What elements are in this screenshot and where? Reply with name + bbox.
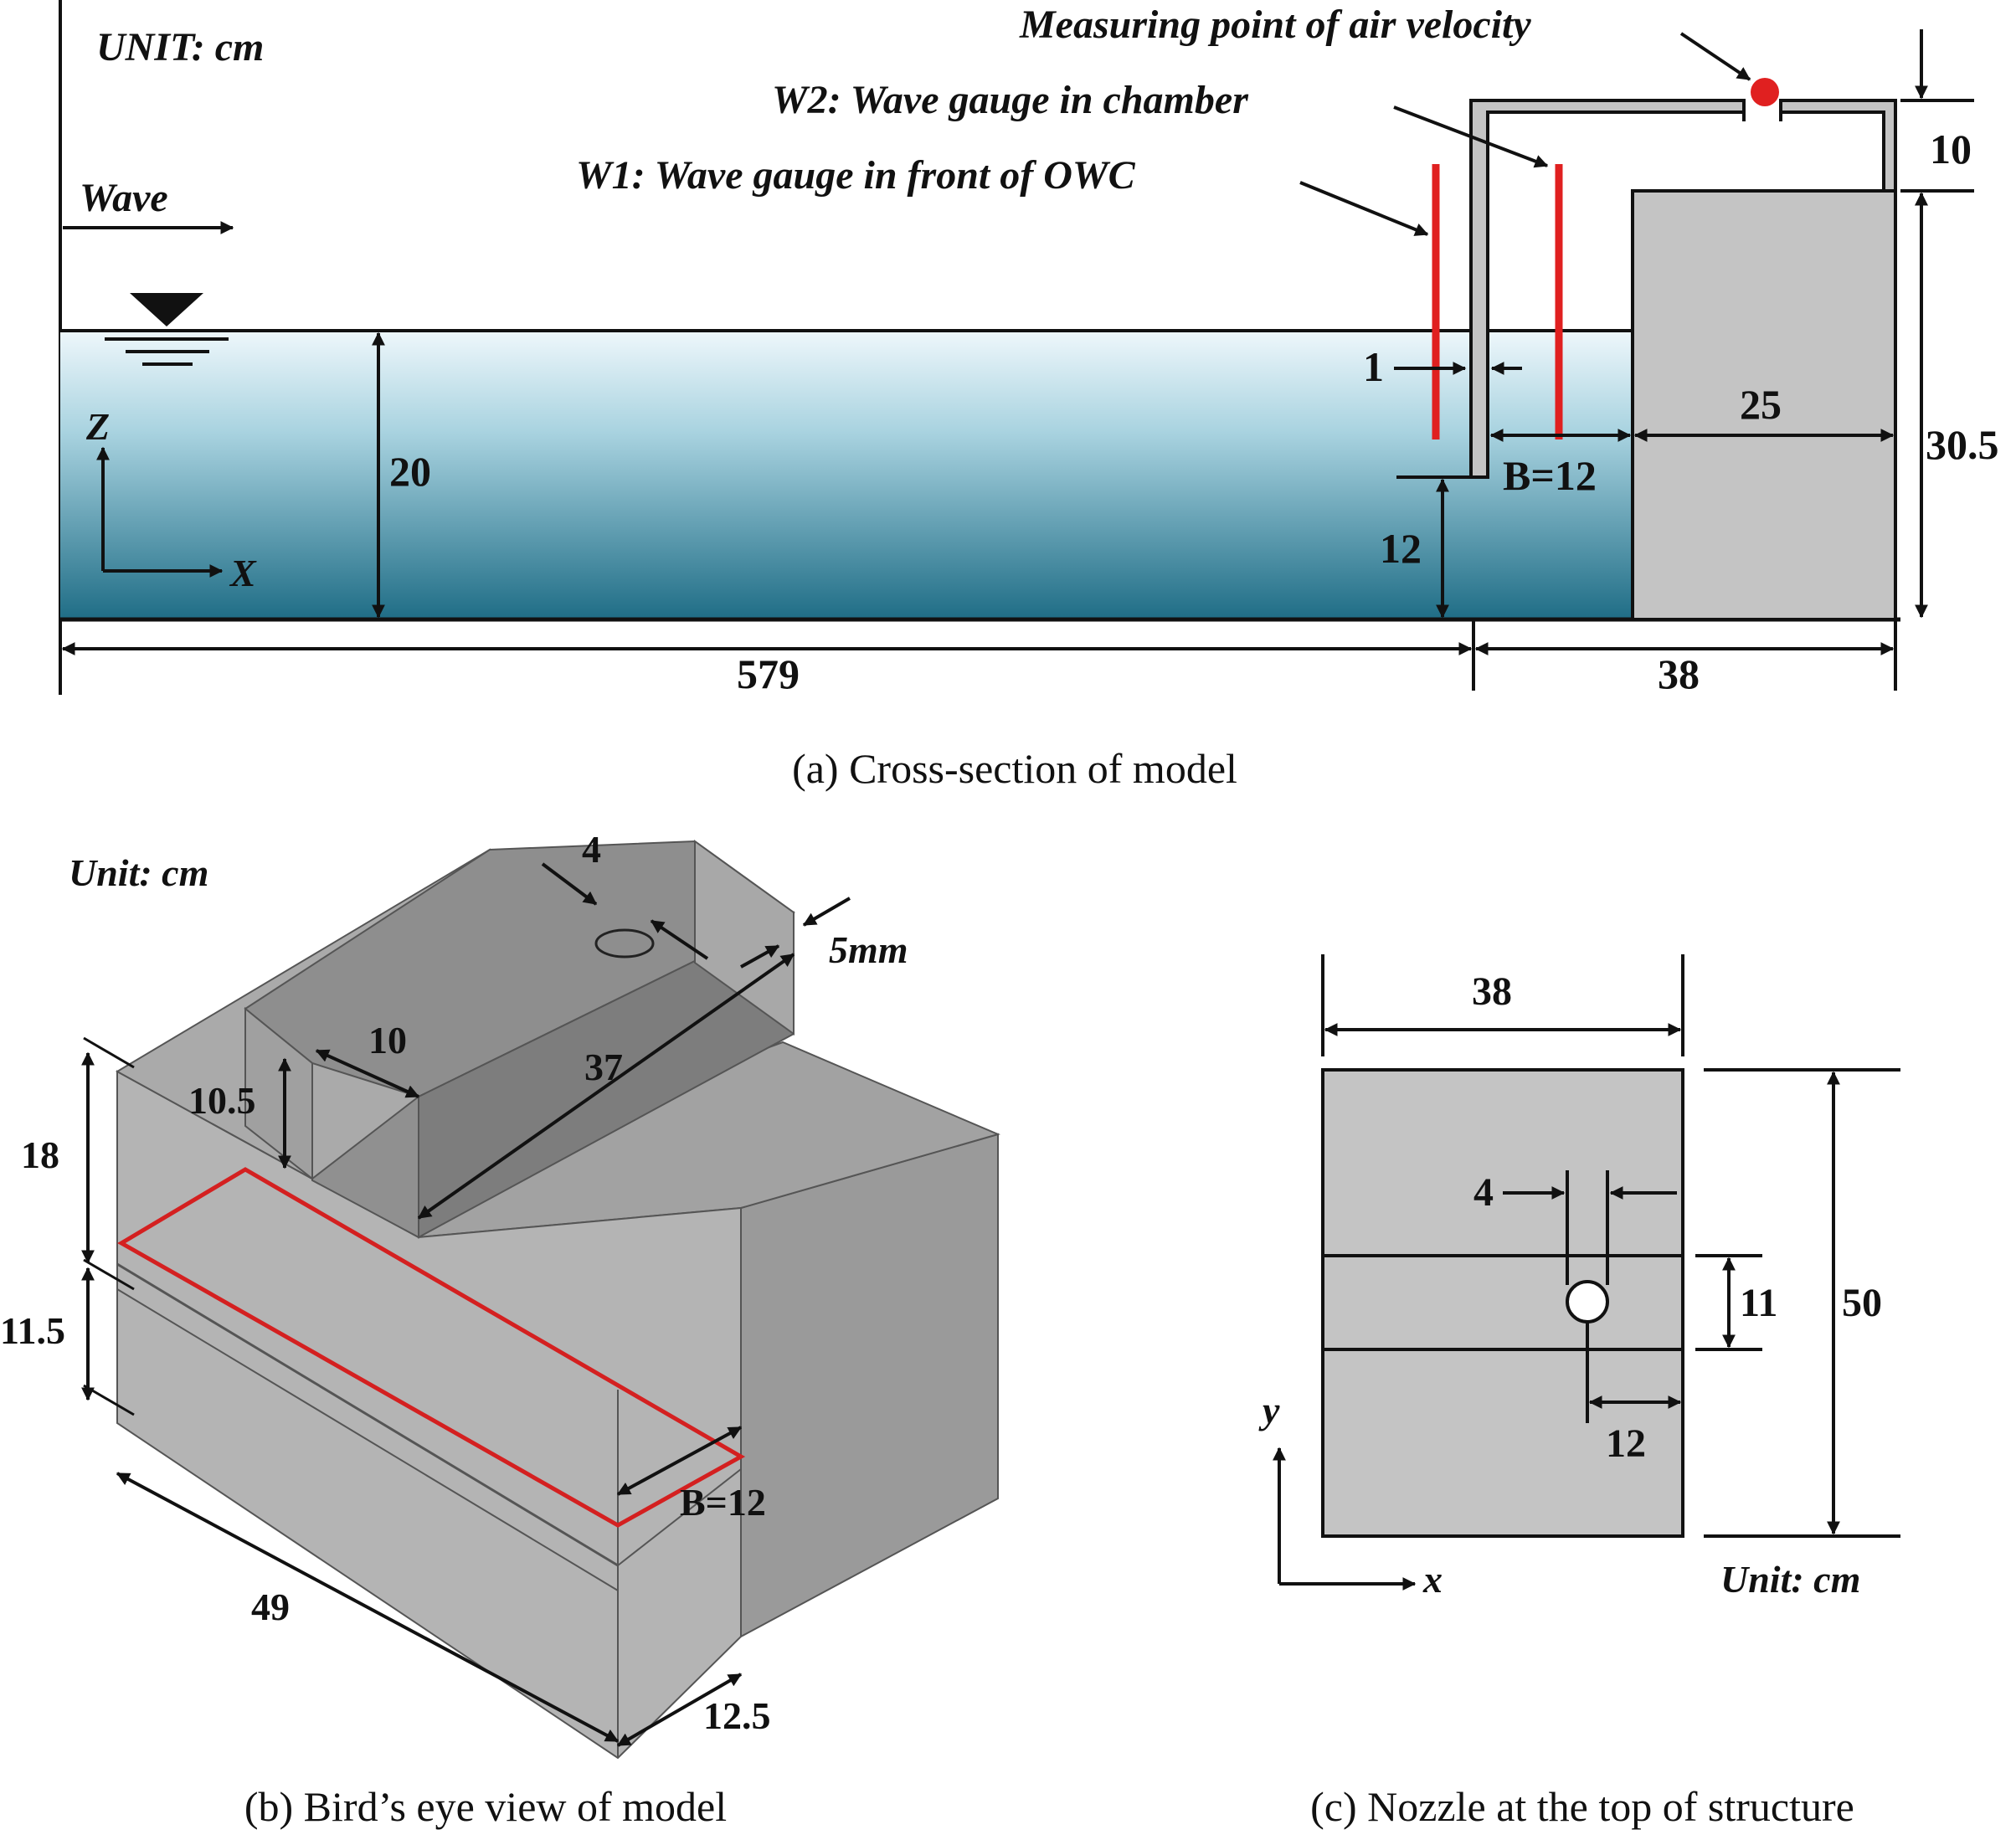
caption-b: (b) Bird’s eye view of model — [244, 1783, 727, 1830]
block-width-value: 25 — [1740, 381, 1782, 428]
w1-leader — [1299, 181, 1429, 236]
c-nozzle-circle — [1566, 1280, 1609, 1323]
c-top-plate — [1321, 1068, 1684, 1538]
owc-top-plate — [1779, 99, 1897, 193]
nozzle-circle — [594, 928, 655, 959]
axis-x-label: X — [229, 552, 257, 594]
flume-length-value: 579 — [737, 650, 800, 697]
panel-a-cross-section: UNIT: cm Wave Z X 20 Measuring point of … — [59, 0, 1999, 792]
draft-gap-value: 12 — [1380, 525, 1422, 572]
panel-c-nozzle: 38 4 11 50 12 y x Unit: cm (c) Nozzle at… — [1258, 954, 1900, 1830]
b-duct-length-value: 37 — [584, 1046, 623, 1088]
measuring-point-label: Measuring point of air velocity — [1019, 3, 1531, 47]
panel-b-birds-eye: Unit: cm 4 5mm 10 10.5 — [0, 828, 1000, 1830]
air-velocity-measuring-point — [1751, 78, 1779, 106]
axis-z-label: Z — [85, 405, 110, 448]
structure-length-value: 38 — [1658, 650, 1700, 697]
wall-thickness-value: 1 — [1363, 343, 1384, 390]
wave-label: Wave — [80, 176, 168, 220]
caption-c: (c) Nozzle at the top of structure — [1310, 1783, 1854, 1830]
c-axis-x-label: x — [1422, 1558, 1443, 1601]
caption-a: (a) Cross-section of model — [792, 745, 1237, 792]
block-height-value: 30.5 — [1926, 421, 1999, 468]
top-gap-value: 10 — [1930, 126, 1972, 172]
measuring-point-leader — [1679, 32, 1751, 81]
b-duct-height-value: 10.5 — [188, 1079, 256, 1122]
b-depth-value: 12.5 — [703, 1694, 771, 1737]
w1-label: W1: Wave gauge in front of OWC — [576, 153, 1136, 198]
chamber-width-value: B=12 — [1503, 452, 1597, 499]
panel-a-unit: UNIT: cm — [96, 25, 264, 69]
block-right-face — [740, 1133, 999, 1638]
w2-label: W2: Wave gauge in chamber — [772, 78, 1249, 122]
b-length-value: 49 — [251, 1586, 290, 1628]
w2-leader — [1393, 105, 1549, 168]
panel-b-unit: Unit: cm — [69, 851, 208, 894]
c-width-value: 38 — [1472, 969, 1512, 1014]
b-upper-height-value: 18 — [21, 1133, 59, 1176]
b-nozzle-value: 4 — [582, 828, 601, 871]
c-strip-value: 11 — [1740, 1281, 1777, 1325]
structure-block — [1631, 189, 1897, 621]
c-unit: Unit: cm — [1720, 1558, 1860, 1601]
owc-front-wall — [1469, 99, 1746, 479]
b-slot-value: 5mm — [829, 928, 908, 971]
free-surface-symbol — [105, 293, 229, 366]
b-chamber-width-value: B=12 — [680, 1481, 766, 1524]
c-nozzle-value: 4 — [1473, 1170, 1494, 1215]
b-lower-height-value: 11.5 — [0, 1309, 65, 1352]
c-offset-value: 12 — [1606, 1421, 1646, 1466]
panel-a-axes: Z X — [85, 405, 257, 594]
water-body — [60, 331, 1634, 619]
c-axis-y-label: y — [1258, 1389, 1280, 1431]
c-length-value: 50 — [1842, 1281, 1882, 1325]
b-duct-width-value: 10 — [368, 1019, 407, 1061]
water-depth-value: 20 — [389, 448, 431, 495]
